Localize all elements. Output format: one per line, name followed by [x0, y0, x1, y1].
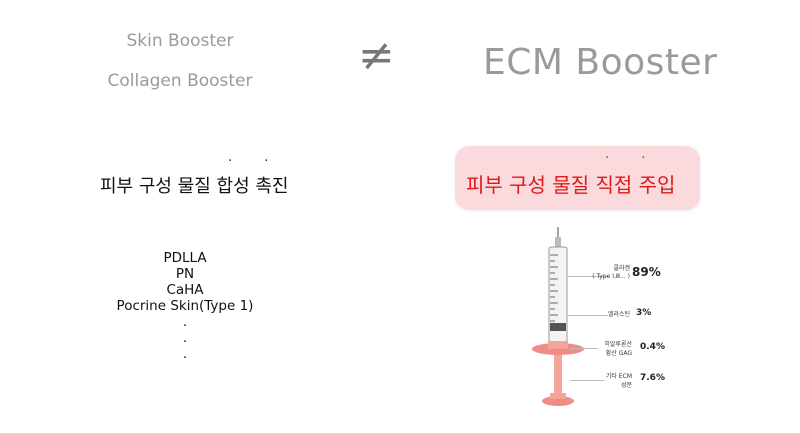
- composition-label: 엘라스틴: [607, 311, 630, 318]
- ecm-booster-title: ECM Booster: [483, 42, 718, 83]
- composition-sublabel: 성분: [620, 382, 632, 389]
- composition-label: 콜라겐: [613, 265, 630, 272]
- skin-booster-label: Skin Booster: [126, 31, 234, 51]
- emphasis-dots-left: · ·: [228, 154, 283, 169]
- composition-label: 기타 ECM: [605, 373, 632, 380]
- composition-sublabel: 황산 GAG: [605, 350, 632, 357]
- ingredient-list: PDLLA PN CaHA Pocrine Skin(Type 1) . . .: [100, 250, 270, 362]
- leader-line: [570, 348, 598, 349]
- ingredient-item: PDLLA: [163, 250, 207, 266]
- ellipsis-dot: .: [182, 330, 188, 346]
- composition-label: 히알루론산: [604, 341, 632, 348]
- composition-value: 3%: [636, 308, 652, 318]
- emphasis-dots-right: · ·: [605, 151, 660, 166]
- highlight-box: [455, 146, 700, 210]
- ingredient-item: PN: [175, 266, 195, 282]
- composition-value: 7.6%: [640, 373, 665, 383]
- composition-value: 89%: [632, 265, 661, 279]
- leader-line: [570, 380, 604, 381]
- composition-value: 0.4%: [640, 342, 665, 352]
- ellipsis-dot: .: [182, 346, 188, 362]
- right-heading: 피부 구성 물질 직접 주입: [466, 173, 676, 197]
- ellipsis-dot: .: [182, 314, 188, 330]
- composition-sublabel: ( Type Ⅰ,Ⅲ... ): [592, 273, 630, 280]
- leader-line: [568, 276, 608, 277]
- ingredient-item: CaHA: [166, 282, 204, 298]
- syringe-icon: [532, 227, 584, 406]
- leader-line: [568, 315, 608, 316]
- not-equal-sign: ≠: [358, 30, 395, 81]
- left-heading: 피부 구성 물질 합성 촉진: [100, 176, 289, 197]
- ingredient-item: Pocrine Skin(Type 1): [116, 298, 254, 314]
- collagen-booster-label: Collagen Booster: [107, 71, 253, 91]
